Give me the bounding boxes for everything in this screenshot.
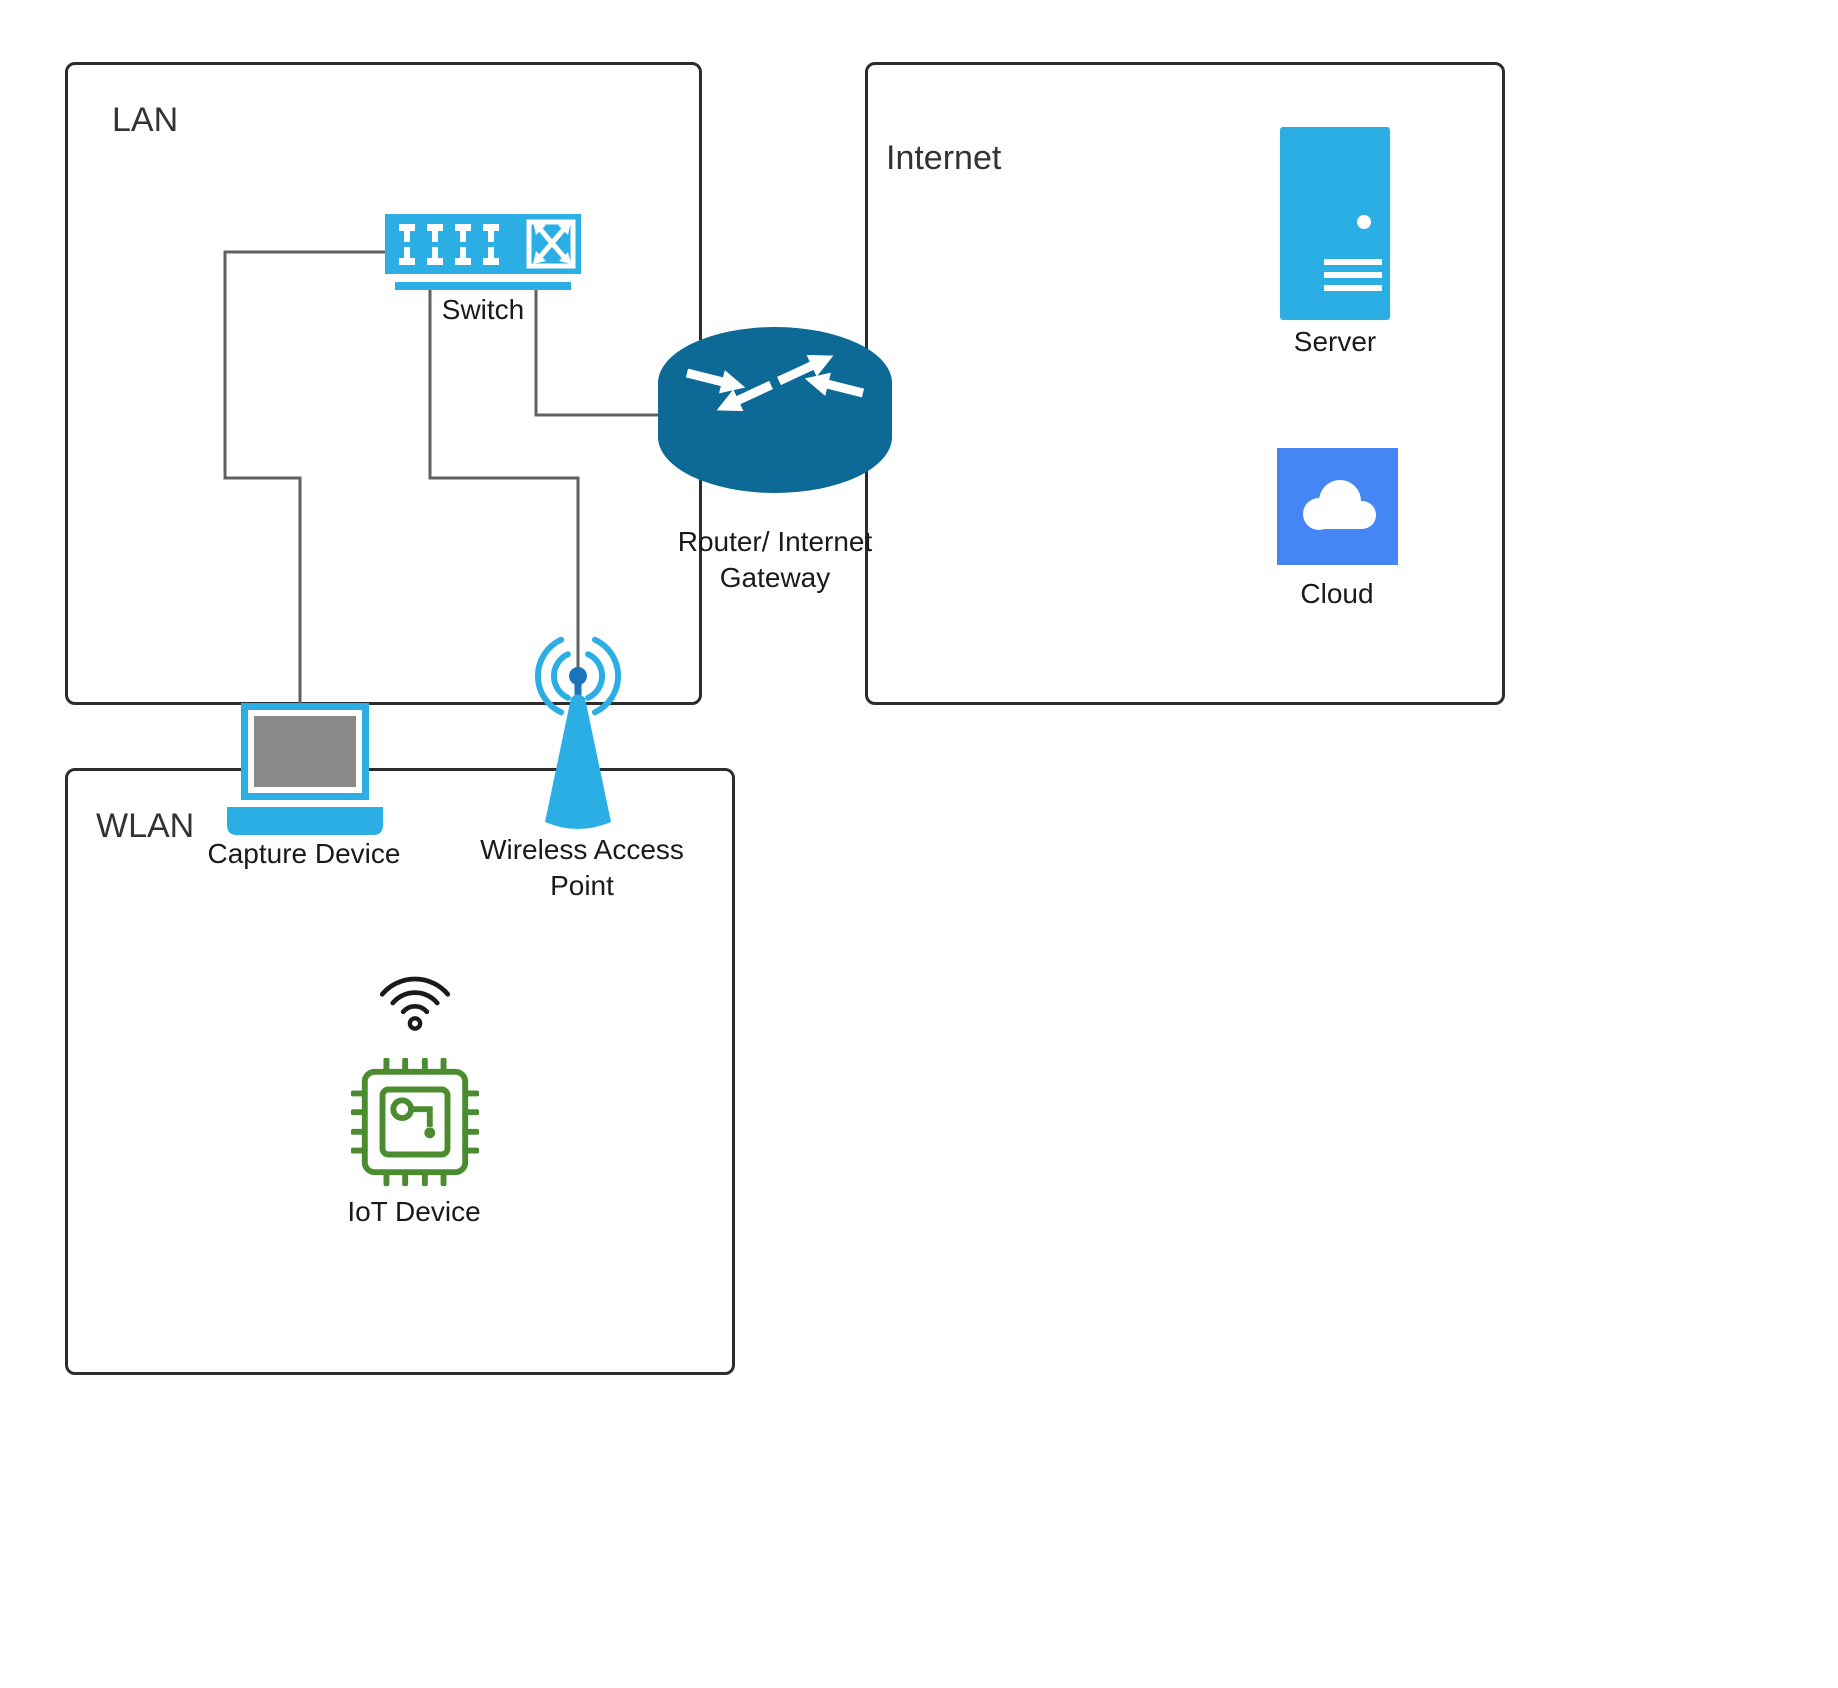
wlan-zone-label: WLAN — [96, 807, 195, 845]
server-label: Server — [1293, 326, 1377, 357]
lan-zone-label: LAN — [112, 101, 179, 139]
cloud-label: Cloud — [1300, 578, 1374, 609]
internet-zone-label: Internet — [886, 139, 1002, 177]
server-icon — [1280, 127, 1390, 320]
wireless-access-point-icon — [513, 636, 643, 846]
iot-device-icon — [351, 1058, 479, 1186]
wireless-access-point-label: Wireless Access Point — [480, 834, 684, 901]
router-label: Router/ Internet Gateway — [677, 526, 873, 593]
cloud-icon — [1277, 448, 1398, 565]
iot-device-label: IoT Device — [347, 1196, 481, 1227]
router-icon — [655, 325, 895, 495]
wifi-signal-icon — [372, 955, 458, 1032]
switch-icon — [385, 214, 581, 290]
capture-device-icon — [227, 703, 383, 837]
switch-label: Switch — [441, 294, 525, 325]
wlan-zone: WLAN — [65, 768, 735, 1375]
lan-zone: LAN — [65, 62, 702, 705]
capture-device-label: Capture Device — [207, 838, 401, 869]
